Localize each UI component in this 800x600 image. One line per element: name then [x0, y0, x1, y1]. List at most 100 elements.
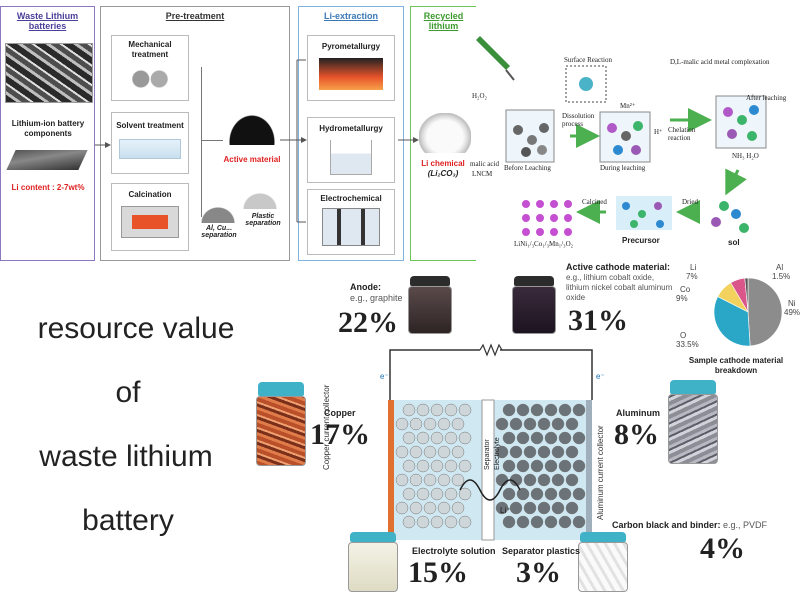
- battery-cell-diagram: [388, 343, 593, 541]
- pie-value-al: 1.5%: [772, 272, 790, 281]
- product-lattice: [522, 200, 572, 236]
- pretreatment-panel: Pre-treatment Mechanical treatment Solve…: [100, 6, 290, 261]
- electrode-particle: [530, 431, 544, 445]
- pie-caption: Sample cathode material breakdown: [688, 356, 784, 375]
- plastic-pile-image: [243, 193, 277, 209]
- electrode-particle: [516, 459, 530, 473]
- before-leaching-label: Before Leaching: [504, 164, 551, 172]
- electrode-particle: [451, 501, 465, 515]
- cathode-desc: e.g., lithium cobalt oxide, lithium nick…: [566, 273, 673, 302]
- jar-lid: [670, 380, 716, 394]
- dissolution-label: Dissolution process: [562, 112, 595, 128]
- electrode-particle: [458, 459, 472, 473]
- electrode-particle: [523, 473, 537, 487]
- bracket-line: [193, 67, 202, 217]
- electrolyte-pct: 15%: [408, 556, 468, 589]
- electrode-particle: [416, 459, 430, 473]
- electrode-particle: [458, 431, 472, 445]
- hydro-box: Hydrometallurgy: [307, 117, 395, 183]
- pie-label-li: Li: [690, 263, 696, 272]
- anode-particles: [395, 403, 472, 529]
- li-plus-label: Li⁺: [500, 506, 511, 515]
- li-extraction-panel: Li-extraction Pyrometallurgy Hydrometall…: [298, 6, 404, 261]
- electrode-particle: [444, 515, 458, 529]
- electrode-particle: [416, 487, 430, 501]
- electrode-particle: [409, 445, 423, 459]
- jar-body: [348, 542, 398, 592]
- aluminum-jar: [668, 380, 718, 464]
- during-leaching-label: During leaching: [600, 164, 646, 172]
- solvent-label: Solvent treatment: [116, 121, 184, 130]
- electrode-particle: [558, 459, 572, 473]
- electrode-particle: [565, 417, 579, 431]
- electrode-particle: [423, 473, 437, 487]
- electro-label: Electrochemical: [320, 194, 382, 203]
- anode-desc: e.g., graphite: [350, 293, 403, 303]
- panel-title: Waste Lithium batteries: [16, 11, 79, 31]
- electrode-particle: [502, 403, 516, 417]
- title-line-2: of: [115, 376, 141, 409]
- electrode-particle: [516, 515, 530, 529]
- precursor-label: Precursor: [622, 236, 660, 245]
- bracket-line: [201, 140, 223, 141]
- electrode-particle: [544, 515, 558, 529]
- electrode-particle: [565, 445, 579, 459]
- nh3-label: NH₃ H₂O: [732, 152, 759, 160]
- electrode-particle: [444, 487, 458, 501]
- jar-lid: [258, 382, 304, 396]
- electrode-particle: [402, 403, 416, 417]
- electrode-particle: [395, 417, 409, 431]
- carbon-pct: 4%: [700, 532, 745, 565]
- surface-reaction-label: Surface Reaction: [564, 56, 613, 64]
- electrode-particle: [523, 501, 537, 515]
- electrode-particle: [395, 445, 409, 459]
- electrode-particle: [416, 515, 430, 529]
- electrode-particle: [558, 487, 572, 501]
- battery-pile-image: [5, 43, 93, 103]
- electrode-particle: [402, 459, 416, 473]
- electrode-particle: [430, 431, 444, 445]
- jar-lid: [410, 276, 450, 286]
- aluminum-collector: [586, 400, 592, 540]
- electrode-particle: [437, 417, 451, 431]
- electrode-particle: [430, 403, 444, 417]
- lncm-label: LNCM: [472, 170, 493, 178]
- hydro-image: [330, 140, 372, 175]
- electrode-particle: [437, 473, 451, 487]
- electrode-particle: [551, 445, 565, 459]
- title-line-4: battery: [82, 504, 174, 537]
- product-formula-label: LiNi₁/₃Co₁/₃Mn₁/₃O₂: [514, 240, 574, 248]
- electrode-particle: [495, 417, 509, 431]
- calcination-label: Calcination: [128, 190, 172, 199]
- separator-name: Separator plastics: [502, 546, 581, 556]
- e-minus-left: e⁻: [380, 372, 389, 381]
- h2o2-label: H₂O₂: [472, 92, 487, 100]
- external-circuit: [389, 349, 593, 400]
- pie-value-o: 33.5%: [676, 340, 699, 349]
- electrode-particle: [502, 487, 516, 501]
- electrode-particle: [516, 403, 530, 417]
- pie-label-o: O: [680, 331, 686, 340]
- aluminum-collector-label: Aluminum current collector: [596, 425, 605, 520]
- electrode-particle: [402, 431, 416, 445]
- electrode-particle: [416, 403, 430, 417]
- electrode-particle: [544, 487, 558, 501]
- pie-label-co: Co: [680, 285, 691, 294]
- electrode-particle: [509, 417, 523, 431]
- electrode-particle: [458, 487, 472, 501]
- resistor-icon: [479, 343, 503, 357]
- complexation-label: D,L-malic acid metal complexation: [670, 58, 770, 66]
- anode-pct: 22%: [338, 306, 398, 339]
- dried-label: Dried: [682, 198, 698, 206]
- e-minus-right: e⁻: [596, 372, 605, 381]
- electrode-particle: [423, 417, 437, 431]
- al-cu-label: Al, Cu... separation: [201, 225, 237, 239]
- electrode-particle: [458, 515, 472, 529]
- separator: [481, 399, 495, 541]
- electrode-particle: [502, 459, 516, 473]
- electrode-particle: [565, 473, 579, 487]
- electrode-particle: [509, 445, 523, 459]
- active-material-label: Active material: [223, 155, 281, 164]
- electrode-particle: [509, 501, 523, 515]
- carbon-name-text: Carbon black and binder:: [612, 520, 721, 530]
